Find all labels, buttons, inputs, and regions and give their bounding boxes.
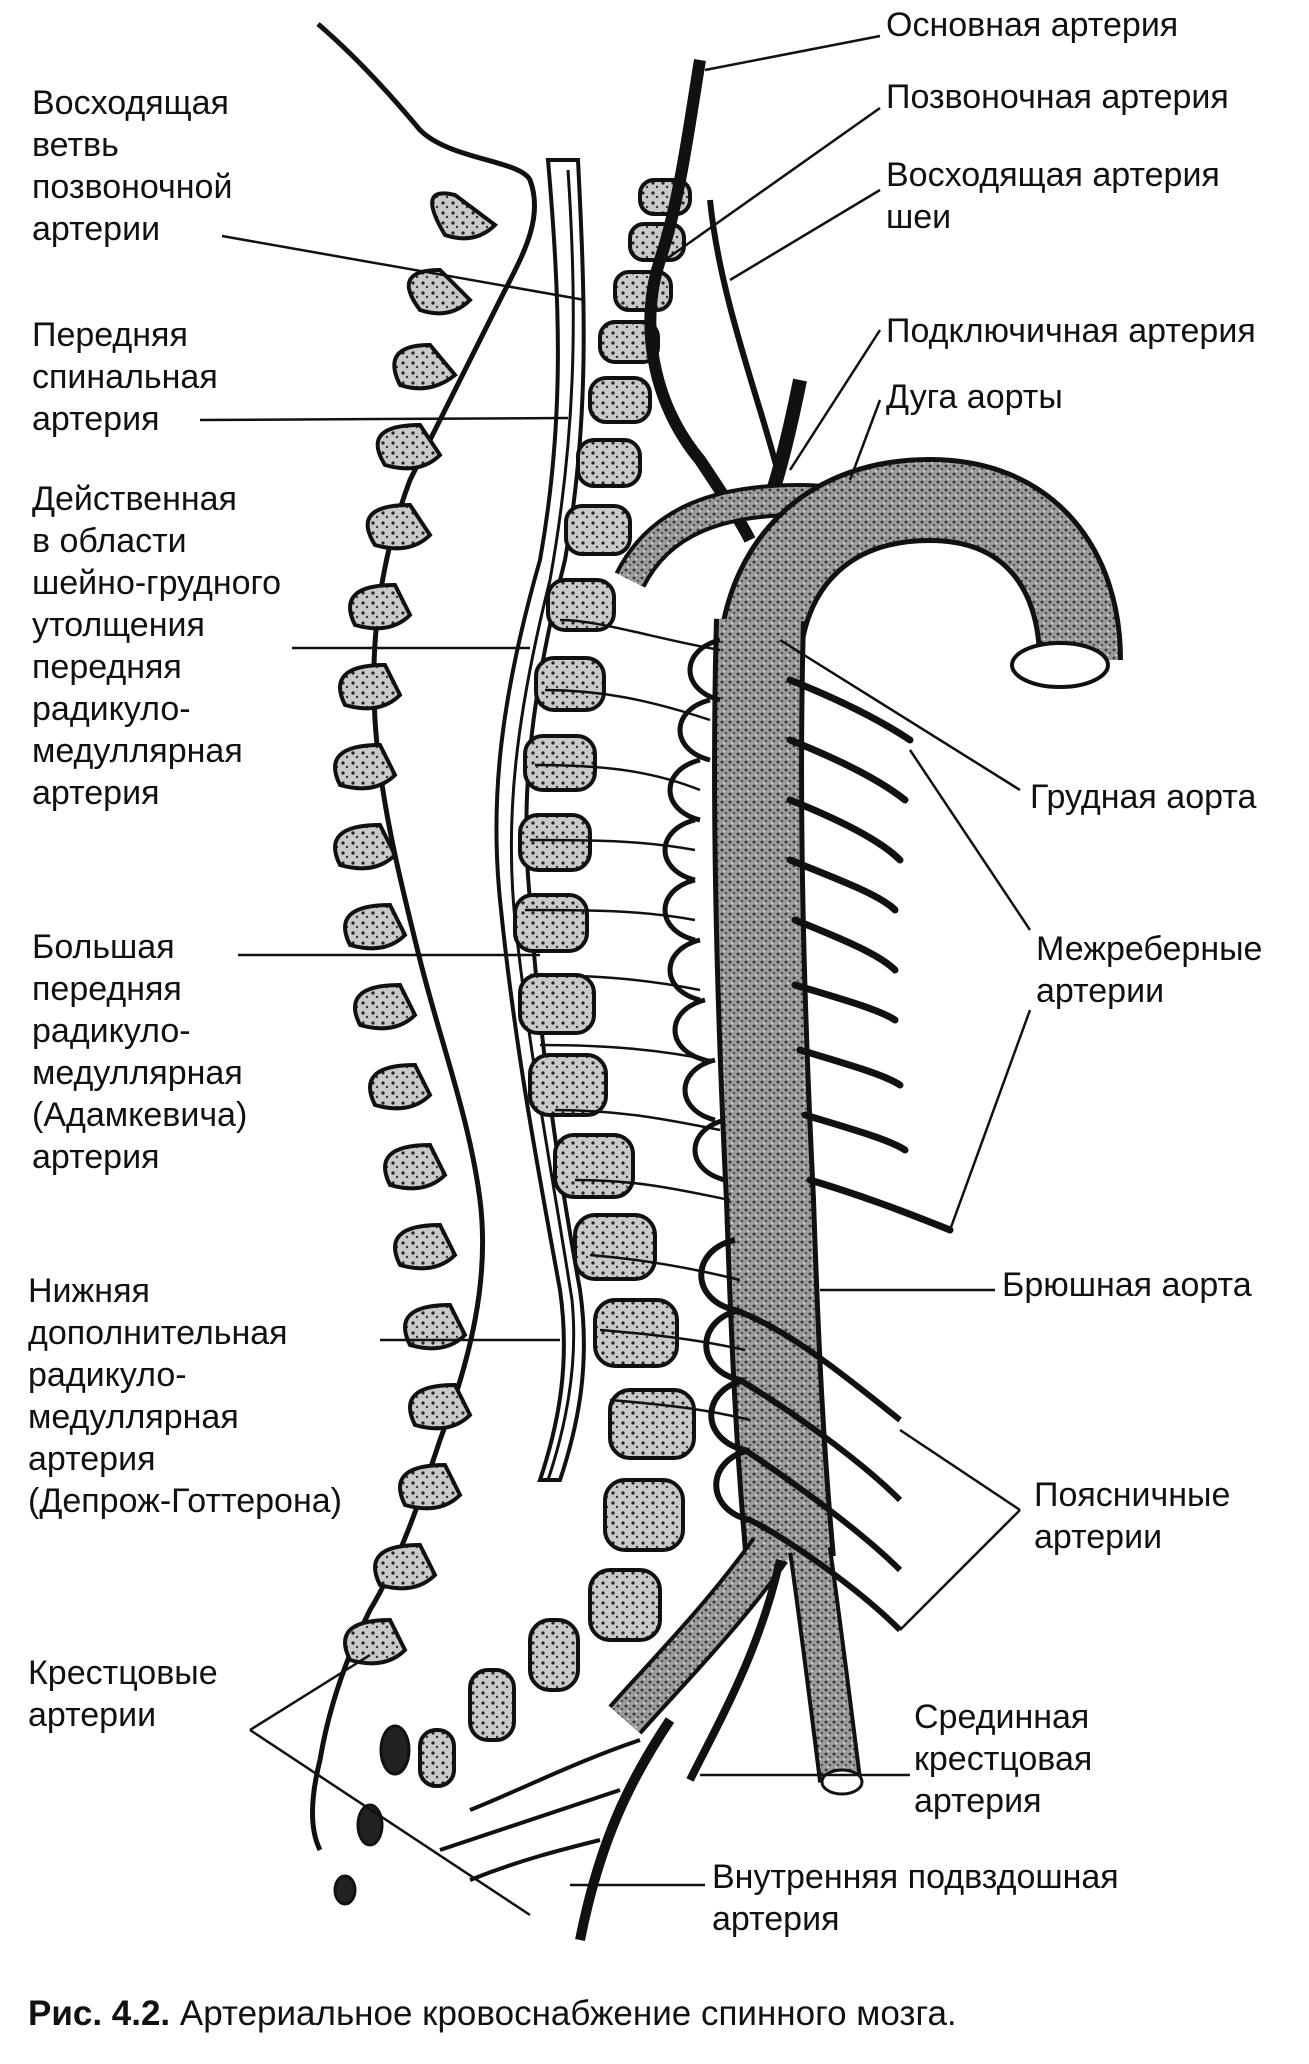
lumbar-arteries — [698, 1237, 903, 1633]
vertebral-artery — [644, 59, 756, 543]
label-subclavian-artery: Подключичная артерия — [886, 312, 1256, 350]
figure-number: Рис. 4.2. — [28, 1994, 171, 2033]
sacral-bones — [333, 1724, 411, 1906]
spinal-cord-arterial-supply-illustration — [199, 22, 1123, 1941]
subclavian-branch — [763, 378, 807, 503]
vertebral-bodies — [418, 178, 696, 1788]
ascending-cervical-artery — [707, 199, 783, 481]
figure-caption-text: Артериальное кровоснабжение спинного моз… — [179, 1994, 957, 2033]
label-sacral-arteries: Крестцовые артерии — [28, 1654, 218, 1734]
intercostal-loops — [662, 637, 726, 1183]
label-basilar-artery: Основная артерия — [886, 6, 1179, 44]
median-sacral-artery-vessel — [686, 1559, 784, 1782]
label-ascending-cervical-artery: Восходящая артерия шеи — [886, 156, 1220, 236]
spinous-processes — [333, 191, 499, 1666]
leader-lines — [199, 34, 1032, 1917]
label-lumbar-arteries: Поясничные артерии — [1034, 1476, 1231, 1556]
radiculomedullary-branches — [524, 618, 751, 1422]
label-thoracic-aorta: Грудная аорта — [1030, 778, 1257, 816]
label-intercostal-arteries: Межреберные артерии — [1036, 930, 1263, 1010]
label-aortic-arch: Дуга аорты — [886, 378, 1063, 416]
anterior-spinal-artery-line — [509, 169, 576, 1481]
label-vertebral-artery: Позвоночная артерия — [886, 78, 1229, 116]
intercostal-arteries — [786, 676, 954, 1234]
label-ascending-branch-vertebral: Восходящая ветвь позвоночной артерии — [32, 84, 233, 248]
label-deproge-gotteron-artery: Нижняя дополнительная радикуло- медулляр… — [28, 1272, 342, 1520]
figure-caption: Рис. 4.2. Артериальное кровоснабжение сп… — [28, 1992, 957, 2036]
label-abdominal-aorta: Брюшная аорта — [1002, 1266, 1252, 1304]
label-internal-iliac-artery: Внутренняя подвздошная артерия — [712, 1858, 1119, 1938]
label-cervicothoracic-radiculomedullary: Действенная в области шейно-грудного уто… — [32, 480, 282, 812]
label-adamkiewicz-artery: Большая передняя радикуло- медуллярная (… — [32, 928, 248, 1176]
internal-iliac-artery-vessel — [575, 1717, 675, 1941]
label-anterior-spinal-artery: Передняя спинальная артерия — [32, 316, 218, 438]
label-median-sacral-artery: Срединная крестцовая артерия — [914, 1698, 1093, 1820]
sacral-arteries-vessels — [439, 1738, 641, 1882]
